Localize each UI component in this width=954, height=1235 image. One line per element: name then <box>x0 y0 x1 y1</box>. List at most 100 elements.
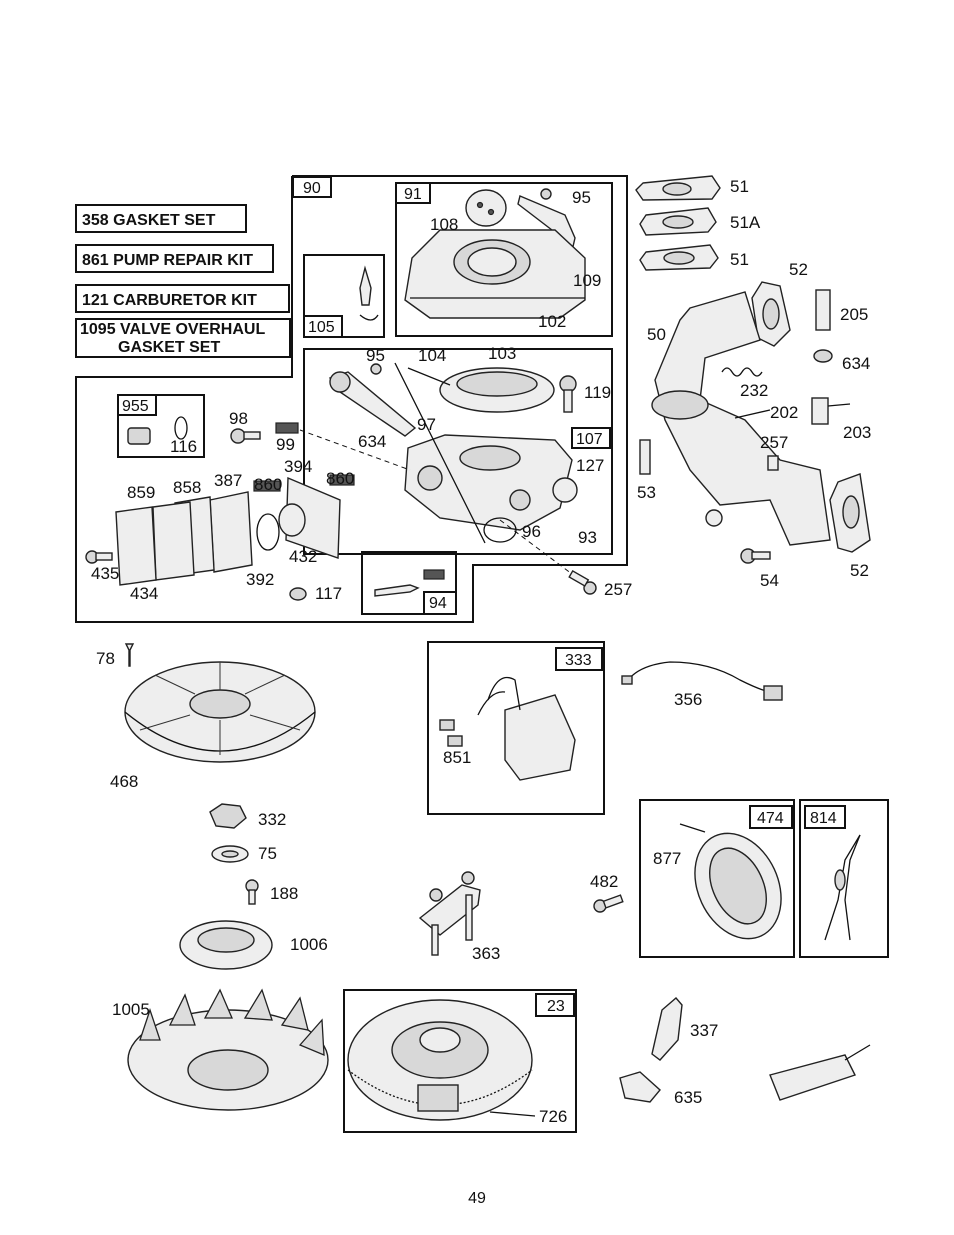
harness-wire-2 <box>844 834 861 941</box>
label-337: 337 <box>690 1021 718 1040</box>
mixture-spring <box>423 569 445 580</box>
link-202 <box>734 409 771 419</box>
frame-23 <box>343 989 577 1133</box>
harness-diode <box>834 869 846 891</box>
spark-plug-boot-635 <box>619 1071 661 1103</box>
label-634-right: 634 <box>842 354 870 373</box>
label-394: 394 <box>284 457 312 476</box>
label-482: 482 <box>590 872 618 891</box>
box-474-label: 474 <box>757 810 784 827</box>
page-number: 49 <box>468 1190 486 1207</box>
gasket-hole <box>842 495 860 529</box>
screw-482-body <box>602 894 624 909</box>
label-363: 363 <box>472 944 500 963</box>
cover-859 <box>115 506 157 586</box>
part-labels: 51 51A 51 52 205 50 634 232 202 203 257 … <box>91 177 871 1126</box>
label-51-bottom: 51 <box>730 250 749 269</box>
carburetor-bore-inner <box>467 247 517 277</box>
plug-127 <box>552 477 578 503</box>
box-474 <box>749 805 793 829</box>
box-90-label: 90 <box>303 180 321 197</box>
explode-line <box>299 429 411 471</box>
screw-257-head <box>583 581 597 595</box>
label-102: 102 <box>538 312 566 331</box>
carburetor-lower-body <box>404 434 573 531</box>
kit-121-box <box>75 284 290 313</box>
carburetor-assembly: 90 91 105 <box>75 175 628 623</box>
wire-connector <box>763 685 783 701</box>
label-98: 98 <box>229 409 248 428</box>
box-107-label: 107 <box>576 431 603 448</box>
screw-98-head <box>230 428 246 444</box>
fuel-bowl <box>459 445 521 471</box>
screw-98-body <box>243 431 261 440</box>
clip-851 <box>439 719 455 731</box>
label-108: 108 <box>430 215 458 234</box>
label-95-mid: 95 <box>366 346 385 365</box>
screen-rib <box>249 714 301 731</box>
frame-955 <box>117 394 205 458</box>
clip-851-b <box>447 735 463 747</box>
label-116: 116 <box>170 437 197 456</box>
armature-wire <box>487 676 521 711</box>
label-859: 859 <box>127 483 155 502</box>
lever-end <box>329 371 351 393</box>
gasket-hole <box>663 251 695 265</box>
fan-blade <box>298 1018 325 1056</box>
starter-cup-inner <box>197 927 255 953</box>
diaphragm-432 <box>278 503 306 537</box>
label-51-top: 51 <box>730 177 749 196</box>
kit-1095-label-line1: 1095 VALVE OVERHAUL <box>80 321 265 338</box>
throttle-plate <box>465 189 507 227</box>
label-634-mid: 634 <box>358 432 386 451</box>
label-435: 435 <box>91 564 119 583</box>
manifold-plug <box>705 509 723 527</box>
label-434: 434 <box>130 584 158 603</box>
box-955-label: 955 <box>122 398 149 415</box>
label-104: 104 <box>418 346 446 365</box>
label-332: 332 <box>258 810 286 829</box>
spark-tester-tool <box>769 1054 856 1101</box>
label-95-top: 95 <box>572 188 591 207</box>
label-860-left: 860 <box>254 475 282 494</box>
frame-333 <box>427 641 605 815</box>
flywheel-screen-group <box>124 643 329 1111</box>
label-127: 127 <box>576 456 604 475</box>
hole <box>476 201 484 209</box>
box-105 <box>303 315 343 338</box>
label-392: 392 <box>246 570 274 589</box>
flywheel-hub <box>419 1027 461 1053</box>
label-96: 96 <box>522 522 541 541</box>
kit-121-label: 121 CARBURETOR KIT <box>82 292 257 309</box>
screw-78 <box>124 643 135 667</box>
stud <box>465 894 473 941</box>
label-858: 858 <box>173 478 201 497</box>
label-54: 54 <box>760 571 779 590</box>
oring-96 <box>483 517 517 543</box>
box-955 <box>117 394 157 416</box>
port <box>509 489 531 511</box>
ignition-group: 333 <box>427 641 783 815</box>
label-1005: 1005 <box>112 1000 150 1019</box>
screw-95 <box>370 363 382 375</box>
ground-wire-356 <box>627 661 771 693</box>
kit-1095-label-line2: GASKET SET <box>118 339 220 356</box>
label-232: 232 <box>740 381 768 400</box>
label-188: 188 <box>270 884 298 903</box>
kit-861-label: 861 PUMP REPAIR KIT <box>82 252 253 269</box>
fan-blade <box>243 988 273 1021</box>
fan-blade <box>168 993 196 1026</box>
box-814 <box>804 805 846 829</box>
gasket-hole <box>662 182 692 196</box>
float-inner <box>456 371 538 397</box>
label-356: 356 <box>674 690 702 709</box>
pin-104 <box>407 367 451 386</box>
leader-726 <box>489 1111 536 1117</box>
bolt-257 <box>767 455 779 471</box>
box-107 <box>571 427 611 449</box>
fan-hub <box>187 1049 269 1091</box>
armature-wire-2 <box>477 691 506 716</box>
label-851: 851 <box>443 748 471 767</box>
label-99: 99 <box>276 435 295 454</box>
